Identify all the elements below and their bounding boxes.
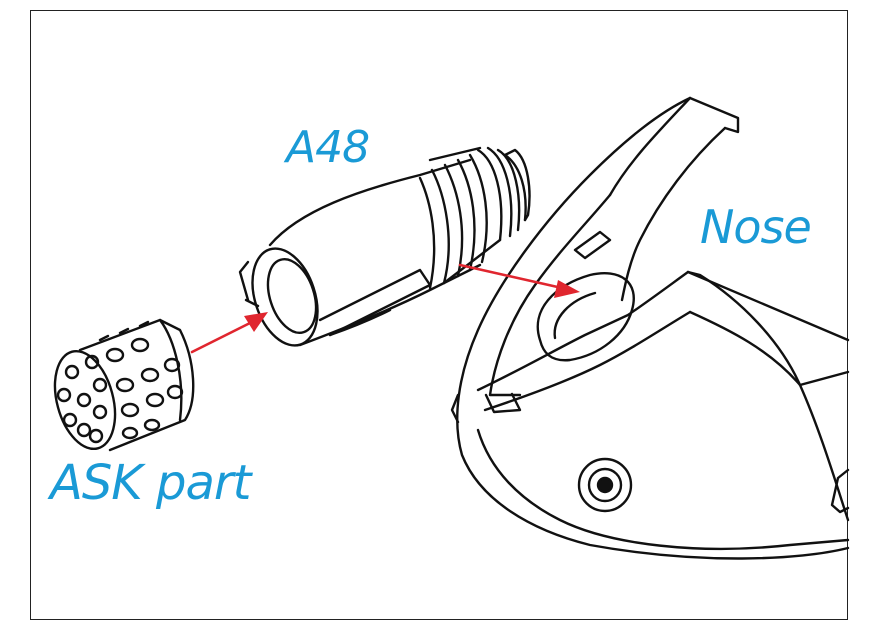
diagram-frame [30, 10, 848, 620]
arrow-ask-to-a48 [190, 320, 254, 354]
nose-part [450, 96, 850, 560]
label-a48: A48 [286, 122, 370, 173]
arrow-a48-to-nose-head [554, 280, 580, 298]
label-nose: Nose [700, 200, 812, 254]
label-ask-part: ASK part [50, 455, 251, 511]
arrow-ask-to-a48-head [244, 312, 268, 332]
arrow-a48-to-nose [458, 263, 564, 290]
a48-part [238, 146, 531, 347]
assembly-arrows [190, 263, 580, 354]
ask-part [53, 318, 195, 452]
